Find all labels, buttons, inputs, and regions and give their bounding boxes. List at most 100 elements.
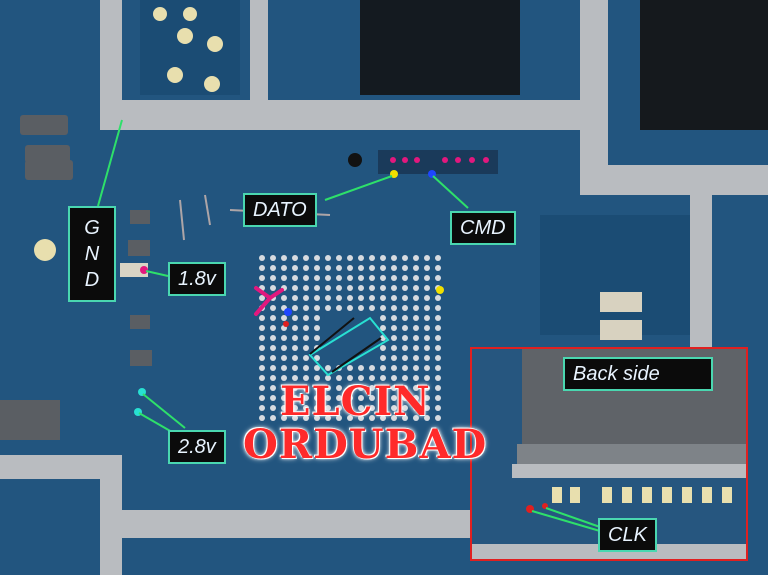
bga-ball [435,255,441,261]
bga-ball [314,315,320,321]
bga-ball [281,335,287,341]
bga-ball [391,355,397,361]
bga-ball [435,335,441,341]
bga-ball [413,405,419,411]
voltage-1-8-label: 1.8v [168,262,226,296]
bga-ball [303,355,309,361]
bga-ball [325,365,331,371]
bga-ball [380,325,386,331]
bga-ball [325,265,331,271]
bga-ball [413,305,419,311]
bga-ball [424,335,430,341]
bga-ball [303,305,309,311]
bga-ball [336,305,342,311]
bga-ball [314,305,320,311]
bga-ball [292,355,298,361]
bga-ball [270,255,276,261]
bga-ball [303,265,309,271]
bga-ball [314,255,320,261]
bga-ball [424,355,430,361]
bga-ball [369,365,375,371]
bga-ball [270,325,276,331]
bga-ball [402,295,408,301]
bga-ball [325,285,331,291]
bga-ball [259,265,265,271]
bga-ball [424,305,430,311]
bga-ball [413,385,419,391]
bga-ball [292,365,298,371]
gnd-label: G N D [68,206,116,302]
bga-ball [413,375,419,381]
bga-ball [325,305,331,311]
bga-ball [281,265,287,271]
bga-ball [424,315,430,321]
bga-ball [391,325,397,331]
gnd-letter: D [84,269,100,291]
bga-ball [369,385,375,391]
watermark-line-2: ORDUBAD [243,421,488,468]
bga-ball [380,265,386,271]
bga-ball [391,295,397,301]
bga-ball [391,275,397,281]
bga-ball [347,265,353,271]
bga-ball [347,255,353,261]
bga-ball [391,345,397,351]
bga-ball [292,255,298,261]
bga-ball [347,275,353,281]
bga-ball [270,365,276,371]
bga-ball [402,395,408,401]
bga-ball [424,255,430,261]
dato-label: DATO [243,193,317,227]
bga-ball [347,415,353,421]
component-dot [348,153,362,167]
bga-ball [303,275,309,281]
bga-ball [303,325,309,331]
voltage-2-8-label: 2.8v [168,430,226,464]
bga-ball [424,415,430,421]
bga-ball [380,365,386,371]
bga-ball [358,255,364,261]
bga-ball [358,265,364,271]
bga-ball [369,265,375,271]
bga-ball [292,265,298,271]
bga-ball [347,375,353,381]
bga-ball [336,385,342,391]
bga-ball [380,355,386,361]
bga-ball [336,275,342,281]
bga-ball [435,295,441,301]
bga-ball [259,295,265,301]
bga-ball [435,375,441,381]
bga-ball [325,375,331,381]
bga-ball [347,295,353,301]
bga-ball [314,335,320,341]
bga-ball [270,345,276,351]
cmd-label: CMD [450,211,516,245]
bga-ball [336,375,342,381]
bga-ball [369,405,375,411]
bga-ball [391,305,397,311]
bga-ball [314,355,320,361]
bga-ball [292,295,298,301]
bga-ball [270,335,276,341]
pointer-lines [97,119,469,433]
bga-ball [413,275,419,281]
bga-ball [281,345,287,351]
bga-ball [424,325,430,331]
bga-ball [259,255,265,261]
bga-ball [303,295,309,301]
bga-ball [314,405,320,411]
gnd-letter: N [84,243,100,265]
bga-ball [281,255,287,261]
bga-ball [435,415,441,421]
bga-ball [413,285,419,291]
bga-ball [281,385,287,391]
capacitor [600,320,642,340]
bga-ball [435,325,441,331]
bga-ball [292,275,298,281]
bga-ball [358,395,364,401]
bga-ball [380,295,386,301]
bga-ball [292,325,298,331]
bga-ball [314,365,320,371]
bga-ball [281,365,287,371]
